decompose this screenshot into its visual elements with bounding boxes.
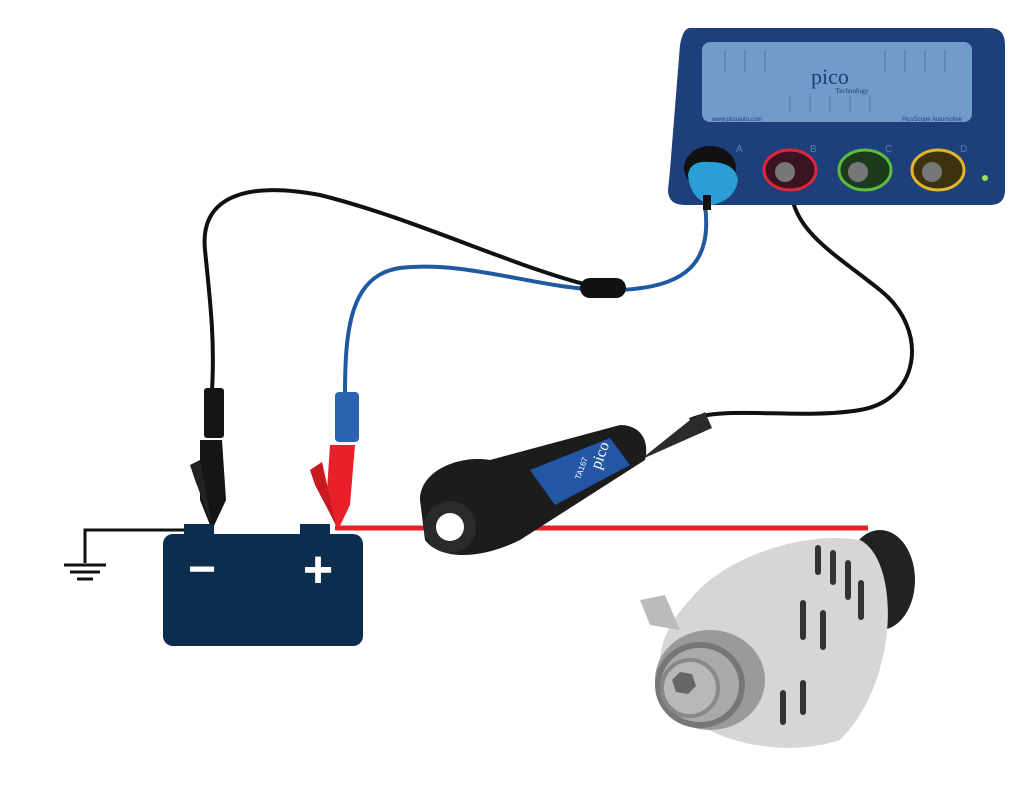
scope-brand: pico	[811, 64, 849, 89]
scope-website: www.picoauto.com	[711, 117, 762, 123]
picoscope-device: pico Technology www.picoauto.com PicoSco…	[668, 28, 1005, 210]
channel-d-label: D	[960, 144, 967, 155]
battery: − +	[163, 524, 363, 646]
ground-lead	[202, 188, 601, 391]
current-clamp: pico TA167	[420, 412, 712, 555]
battery-positive-label: +	[303, 541, 333, 599]
channel-c-connector	[837, 148, 893, 192]
cable-splitter	[580, 278, 626, 298]
probe-lead-blue	[343, 204, 709, 396]
scope-product: PicoScope Automotive	[902, 117, 963, 123]
battery-negative-label: −	[188, 543, 216, 596]
scope-brand-sub: Technology	[836, 87, 869, 95]
status-led	[982, 175, 988, 181]
channel-d-connector	[910, 148, 966, 192]
channel-a-connector	[684, 146, 738, 210]
channel-b-connector	[762, 148, 818, 192]
channel-b-label: B	[810, 144, 817, 155]
black-crocodile-clip	[190, 388, 226, 530]
alternator	[640, 530, 915, 748]
red-crocodile-clip	[310, 392, 359, 530]
clamp-lead	[689, 179, 915, 422]
channel-c-label: C	[885, 144, 892, 155]
ground-symbol	[64, 528, 200, 581]
channel-a-label: A	[736, 144, 743, 155]
